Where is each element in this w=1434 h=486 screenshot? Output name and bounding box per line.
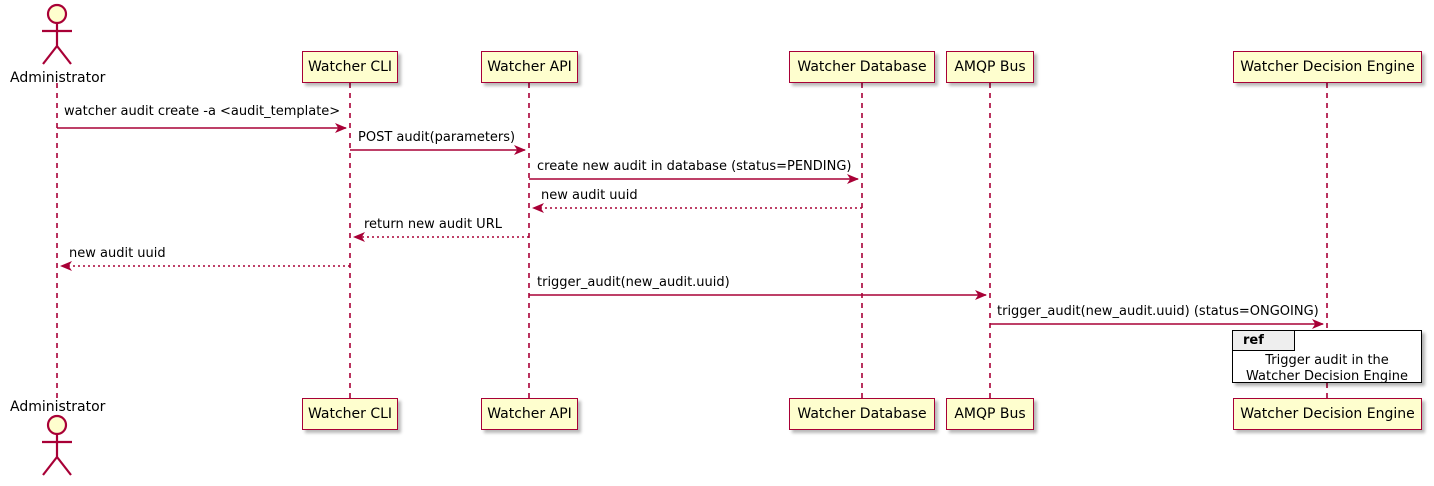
participant-watcher-cli-top[interactable]: Watcher CLI <box>302 51 398 83</box>
ref-fragment-body-line-2: Watcher Decision Engine <box>1246 369 1408 384</box>
participant-watcher-api-bottom[interactable]: Watcher API <box>481 398 578 430</box>
ref-fragment-keyword: ref <box>1243 333 1264 348</box>
message-label-6: new audit uuid <box>69 246 166 261</box>
message-label-5: return new audit URL <box>364 217 502 232</box>
ref-fragment-body: Trigger audit in the Watcher Decision En… <box>1233 353 1421 385</box>
participant-watcher-api-top[interactable]: Watcher API <box>481 51 578 83</box>
message-arrows <box>57 123 1324 329</box>
actor-administrator-bottom <box>42 414 72 476</box>
participant-watcher-decision-engine-top[interactable]: Watcher Decision Engine <box>1233 51 1422 83</box>
message-label-8: trigger_audit(new_audit.uuid) (status=ON… <box>997 304 1319 319</box>
participant-amqp-bus-bottom[interactable]: AMQP Bus <box>946 398 1034 430</box>
participant-watcher-cli-bottom[interactable]: Watcher CLI <box>302 398 398 430</box>
message-label-1: watcher audit create -a <audit_template> <box>64 104 341 119</box>
actor-label-bottom: Administrator <box>10 399 106 415</box>
participant-watcher-database-top[interactable]: Watcher Database <box>789 51 935 83</box>
message-label-7: trigger_audit(new_audit.uuid) <box>537 275 730 290</box>
participant-watcher-decision-engine-bottom[interactable]: Watcher Decision Engine <box>1233 398 1422 430</box>
actor-label-top: Administrator <box>10 70 106 86</box>
ref-fragment: ref Trigger audit in the Watcher Decisio… <box>1232 330 1422 385</box>
message-label-4: new audit uuid <box>541 188 638 203</box>
lifelines <box>56 83 1328 398</box>
message-label-3: create new audit in database (status=PEN… <box>537 159 852 174</box>
participant-watcher-database-bottom[interactable]: Watcher Database <box>789 398 935 430</box>
message-label-2: POST audit(parameters) <box>358 130 516 145</box>
participant-amqp-bus-top[interactable]: AMQP Bus <box>946 51 1034 83</box>
ref-fragment-body-line-1: Trigger audit in the <box>1265 353 1389 368</box>
actor-administrator-top <box>42 3 72 65</box>
ref-fragment-tab <box>1233 331 1295 351</box>
